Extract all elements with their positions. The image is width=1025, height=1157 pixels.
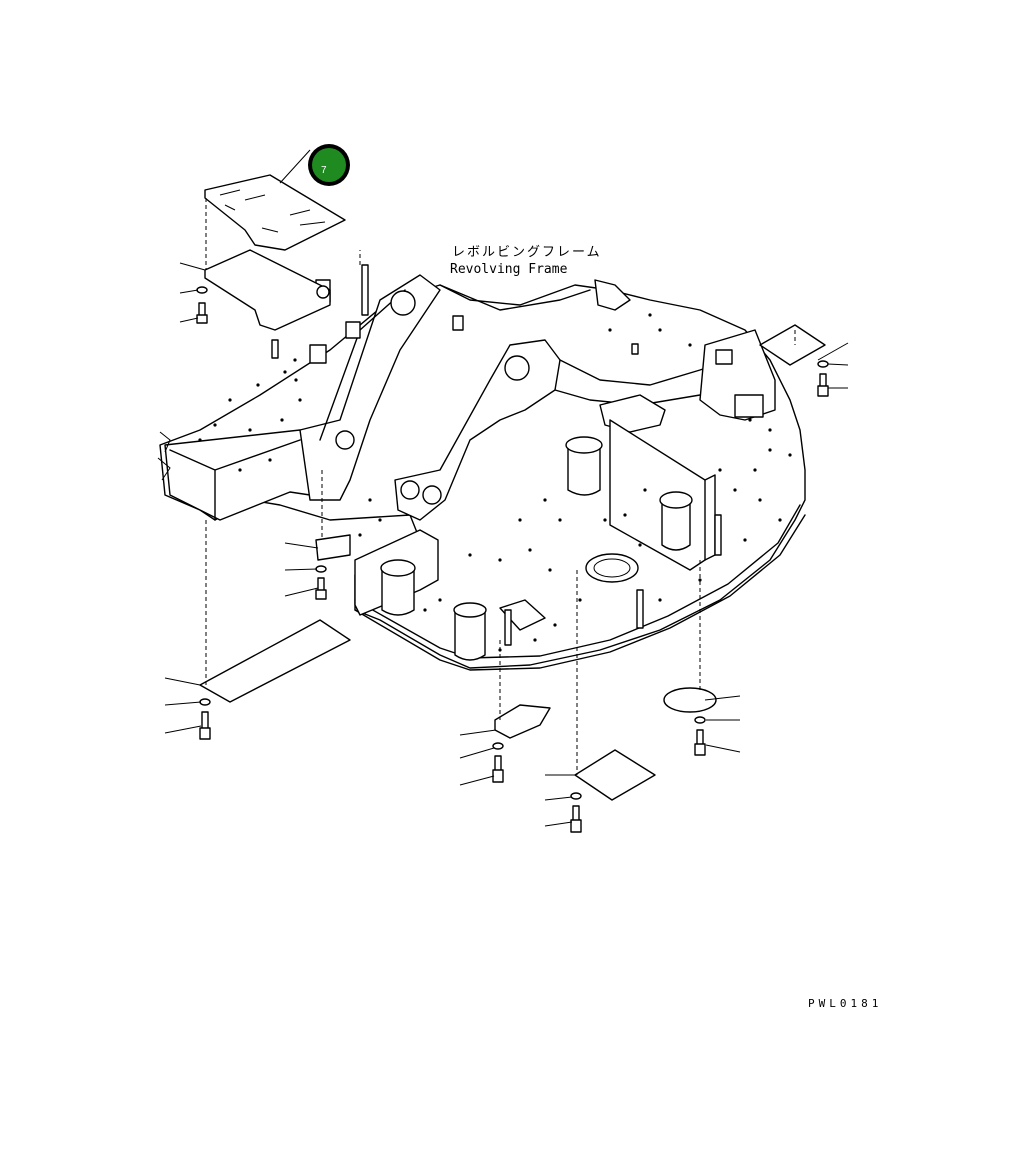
callout-disc	[312, 148, 346, 182]
lower-cover-right	[663, 560, 717, 713]
frame-label-japanese: レボルビングフレーム	[452, 245, 602, 260]
callout-7[interactable]: 7	[308, 144, 350, 186]
frame-label-english: Revolving Frame	[450, 262, 568, 277]
lower-cover-center	[494, 570, 656, 801]
fastener-sets	[196, 286, 829, 833]
rear-cover-right	[759, 324, 826, 366]
floor-cover-plate	[204, 174, 361, 331]
drawing-code: PWL0181	[808, 997, 882, 1010]
callout-number: 7	[321, 165, 327, 176]
lower-cover-left	[199, 470, 351, 703]
leader-lines	[164, 149, 849, 827]
cylinder-mounts	[380, 436, 693, 661]
bolt-hole-pattern	[198, 313, 792, 652]
revolving-frame	[157, 264, 806, 671]
